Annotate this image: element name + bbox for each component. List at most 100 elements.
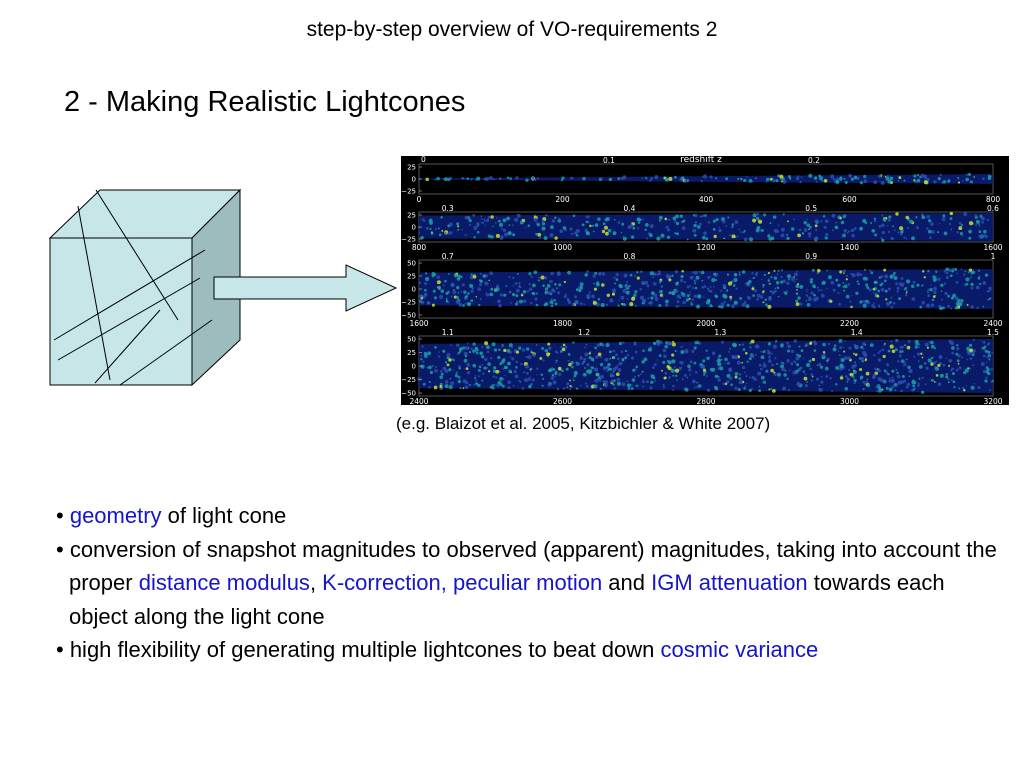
galaxy-point: [963, 388, 966, 392]
galaxy-point: [516, 300, 519, 303]
galaxy-point: [484, 357, 488, 362]
galaxy-point: [503, 348, 507, 353]
galaxy-point: [806, 290, 808, 293]
galaxy-point: [713, 272, 717, 276]
galaxy-point: [842, 286, 845, 288]
galaxy-point: [875, 386, 877, 389]
galaxy-point: [667, 360, 672, 365]
galaxy-point: [549, 300, 554, 304]
galaxy-point: [591, 294, 595, 299]
galaxy-point: [751, 387, 754, 390]
galaxy-point: [696, 304, 701, 309]
galaxy-point: [861, 359, 864, 363]
lightcone-strip: [419, 269, 993, 309]
bullet-list: • geometry of light cone• conversion of …: [56, 499, 1006, 667]
galaxy-point: [981, 177, 985, 181]
galaxy-point: [956, 231, 959, 234]
galaxy-point: [544, 293, 547, 295]
galaxy-point: [787, 344, 792, 349]
galaxy-point: [624, 285, 629, 289]
tick-label: 1600: [409, 319, 428, 328]
galaxy-point: [555, 359, 558, 362]
tick-label: −50: [401, 312, 416, 320]
galaxy-point: [689, 285, 692, 287]
tick-label: 800: [412, 243, 427, 252]
galaxy-point: [756, 271, 759, 274]
galaxy-point: [955, 368, 959, 372]
galaxy-point: [689, 373, 692, 376]
galaxy-point: [786, 377, 789, 381]
galaxy-point: [470, 299, 474, 302]
galaxy-point: [921, 284, 924, 287]
galaxy-point: [938, 304, 942, 308]
galaxy-point: [752, 218, 757, 223]
galaxy-point: [824, 237, 826, 240]
galaxy-point: [848, 346, 852, 350]
galaxy-point: [956, 272, 958, 275]
galaxy-point: [948, 364, 951, 367]
galaxy-point: [763, 273, 767, 276]
galaxy-point: [956, 344, 959, 347]
galaxy-point: [942, 306, 945, 310]
figure-caption: (e.g. Blaizot et al. 2005, Kitzbichler &…: [396, 414, 771, 433]
galaxy-point: [906, 279, 911, 284]
galaxy-point: [546, 352, 550, 357]
galaxy-point: [613, 387, 617, 390]
galaxy-point: [488, 279, 490, 282]
galaxy-point: [777, 224, 780, 226]
galaxy-point: [751, 272, 754, 275]
galaxy-point: [902, 364, 905, 367]
galaxy-point: [795, 299, 799, 303]
galaxy-point: [954, 267, 958, 271]
galaxy-point: [841, 235, 844, 238]
galaxy-point: [564, 293, 567, 296]
galaxy-point: [668, 218, 671, 221]
galaxy-point: [837, 283, 841, 287]
galaxy-point: [593, 282, 595, 285]
galaxy-point: [864, 358, 868, 361]
galaxy-point: [805, 294, 809, 297]
galaxy-point: [718, 354, 722, 358]
tick-label: 1800: [553, 319, 572, 328]
galaxy-point: [510, 232, 512, 235]
galaxy-point: [870, 222, 873, 224]
galaxy-point: [691, 271, 694, 274]
galaxy-point: [843, 177, 846, 180]
galaxy-point: [944, 291, 948, 296]
galaxy-point: [805, 300, 808, 302]
tick-label: 2600: [553, 397, 572, 405]
galaxy-point: [853, 381, 856, 385]
galaxy-point: [979, 282, 982, 286]
galaxy-point: [615, 278, 619, 281]
galaxy-point: [432, 289, 436, 293]
galaxy-point: [949, 212, 952, 215]
galaxy-point: [535, 344, 538, 347]
galaxy-point: [672, 216, 677, 221]
galaxy-point: [506, 216, 510, 221]
galaxy-point: [951, 297, 954, 299]
galaxy-point: [739, 297, 742, 300]
galaxy-point: [923, 276, 926, 279]
galaxy-point: [761, 229, 764, 232]
galaxy-point: [912, 280, 916, 284]
galaxy-point: [620, 231, 623, 234]
galaxy-point: [530, 349, 533, 352]
galaxy-point: [455, 299, 460, 304]
galaxy-point: [732, 284, 736, 287]
galaxy-point: [489, 357, 493, 360]
galaxy-point: [786, 274, 792, 279]
galaxy-point: [625, 290, 630, 295]
galaxy-point: [449, 377, 452, 380]
galaxy-point: [889, 301, 892, 304]
galaxy-point: [479, 351, 483, 355]
galaxy-point: [637, 374, 640, 377]
galaxy-point: [796, 270, 798, 273]
galaxy-point: [551, 288, 555, 292]
galaxy-point: [767, 359, 772, 363]
galaxy-point: [605, 342, 610, 348]
galaxy-point: [773, 289, 777, 293]
galaxy-point: [980, 362, 985, 367]
galaxy-point: [489, 292, 494, 297]
galaxy-point: [611, 292, 616, 296]
galaxy-point: [760, 355, 765, 360]
